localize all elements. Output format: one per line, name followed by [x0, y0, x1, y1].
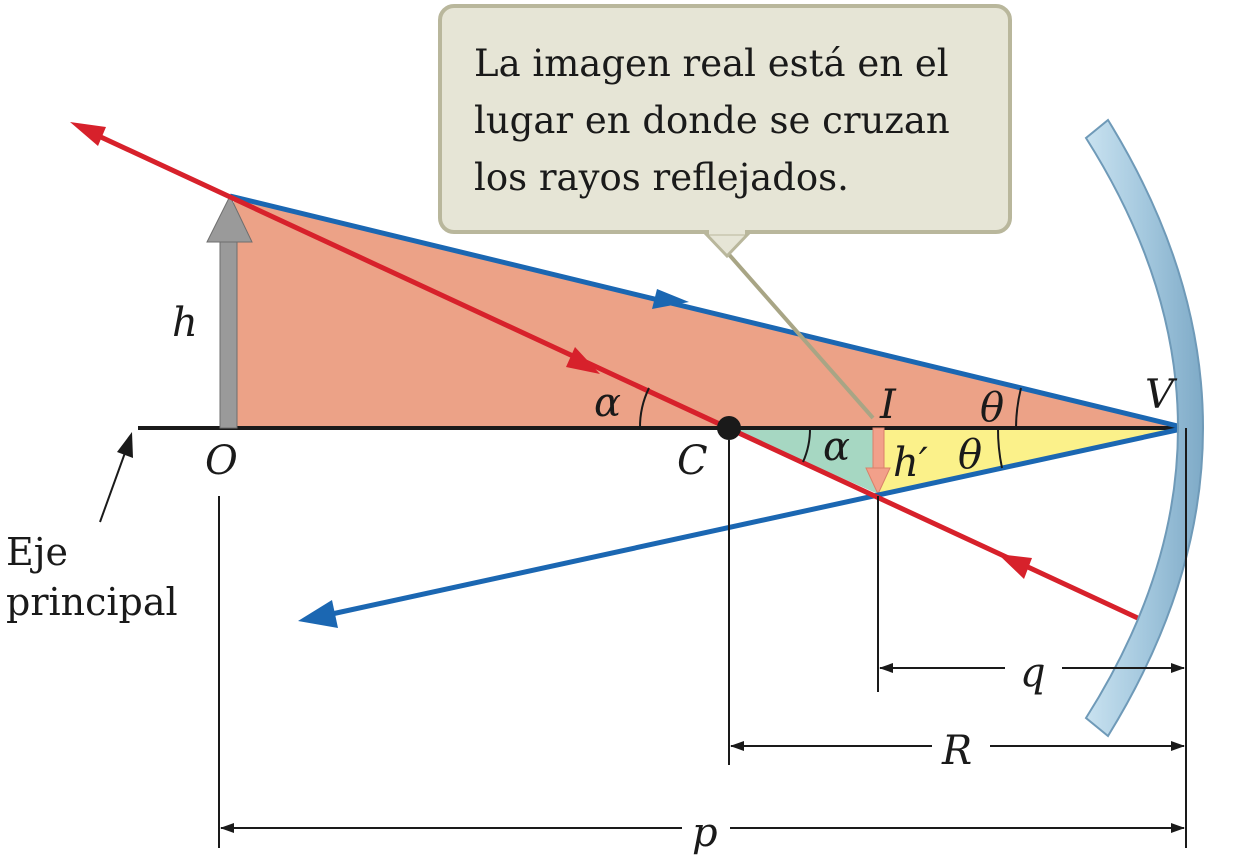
label-O: O	[205, 438, 238, 484]
label-h-prime: h′	[893, 440, 928, 486]
red-ray	[88, 129, 1144, 623]
label-alpha-upper: α	[594, 380, 621, 426]
blue-ray-arrow-2	[298, 600, 338, 628]
label-h: h	[172, 300, 198, 346]
callout-pointer	[702, 232, 752, 259]
blue-ray-incident	[229, 193, 1187, 431]
label-V: V	[1145, 372, 1178, 418]
theta-arc-upper	[1015, 387, 1022, 429]
image-arrow	[872, 427, 885, 473]
blue-ray-reflected	[317, 425, 1187, 620]
callout-line-3: los rayos reflejados.	[474, 156, 849, 199]
callout-leader	[723, 248, 875, 420]
label-q: q	[1020, 650, 1046, 696]
axis-pointer-arrow-head	[117, 432, 133, 458]
label-axis-line-2: principal	[6, 580, 178, 624]
center-point	[717, 416, 741, 440]
theta-arc-lower	[996, 427, 1003, 469]
object-arrow-head	[206, 194, 253, 243]
label-C: C	[677, 438, 708, 484]
image-arrow-head	[865, 467, 891, 496]
red-ray-arrow-3	[998, 554, 1032, 579]
axis-pointer-line	[99, 449, 127, 523]
concave-mirror	[1084, 118, 1204, 738]
object-arrow	[219, 237, 238, 429]
label-theta-lower: θ	[958, 432, 982, 478]
label-alpha-lower: α	[823, 424, 850, 470]
callout-line-2: lugar en donde se cruzan	[474, 99, 950, 142]
callout-line-1: La imagen real está en el	[474, 42, 949, 85]
red-ray-arrow-1	[70, 122, 106, 146]
label-axis-line-1: Eje	[6, 530, 68, 574]
blue-ray-arrow-1	[652, 289, 689, 309]
alpha-arc-upper	[638, 387, 650, 429]
label-R: R	[941, 728, 972, 774]
label-theta-upper: θ	[980, 385, 1004, 431]
label-I: I	[879, 382, 897, 428]
alpha-arc-lower	[802, 427, 812, 463]
label-p: p	[692, 810, 718, 856]
red-ray-arrow-2	[566, 347, 600, 374]
